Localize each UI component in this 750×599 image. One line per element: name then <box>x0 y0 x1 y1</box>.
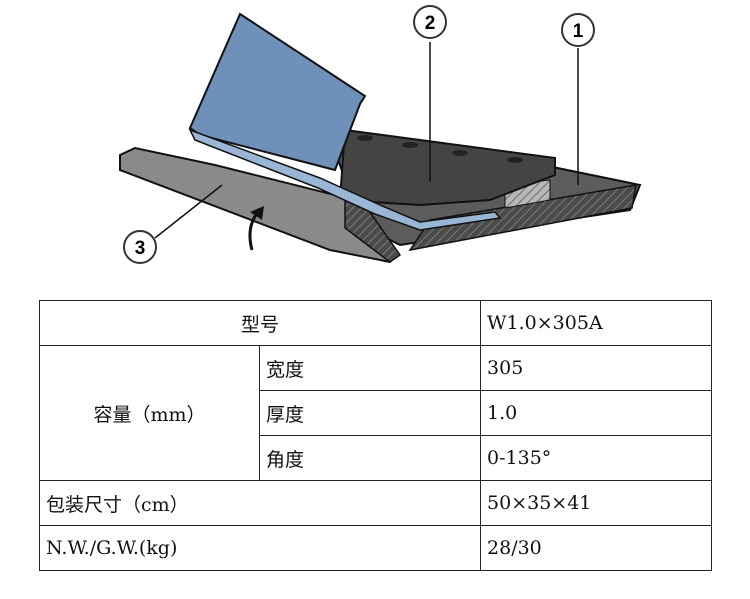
thickness-label: 厚度 <box>258 390 482 436</box>
package-label: 包装尺寸（cm） <box>38 480 482 526</box>
angle-value: 0-135° <box>480 435 713 481</box>
bending-machine-diagram: 2 1 3 <box>119 5 642 264</box>
package-value: 50×35×41 <box>480 480 713 526</box>
table-row: 厚度 1.0 <box>40 390 713 436</box>
callout-2: 2 <box>413 5 447 39</box>
width-value: 305 <box>480 345 713 391</box>
sheet-metal <box>188 12 502 231</box>
weight-value: 28/30 <box>480 525 713 571</box>
model-value: W1.0×305A <box>480 300 713 346</box>
spec-table: 型号 W1.0×305A 容量（mm） 宽度 305 厚度 1.0 角度 0-1… <box>38 300 713 571</box>
width-label: 宽度 <box>258 345 482 391</box>
callout-label-2: 2 <box>425 13 436 34</box>
callout-label-3: 3 <box>135 238 146 259</box>
callout-label-1: 1 <box>573 21 584 42</box>
table-row: 角度 0-135° <box>40 435 713 481</box>
weight-label: N.W./G.W.(kg) <box>38 525 482 571</box>
table-row: 型号 W1.0×305A <box>38 300 713 346</box>
angle-label: 角度 <box>258 435 482 481</box>
table-row: 容量（mm） 宽度 305 <box>39 345 713 481</box>
capacity-label: 容量（mm） <box>39 345 260 481</box>
model-label: 型号 <box>38 300 482 346</box>
callout-1: 1 <box>561 13 595 47</box>
table-row: N.W./G.W.(kg) 28/30 <box>38 525 713 571</box>
clamp-block <box>338 128 556 207</box>
table-row: 包装尺寸（cm） 50×35×41 <box>38 480 713 526</box>
bending-leaf <box>119 146 402 264</box>
rotation-arrow <box>248 206 264 251</box>
thickness-value: 1.0 <box>480 390 713 436</box>
callout-3: 3 <box>123 230 157 264</box>
